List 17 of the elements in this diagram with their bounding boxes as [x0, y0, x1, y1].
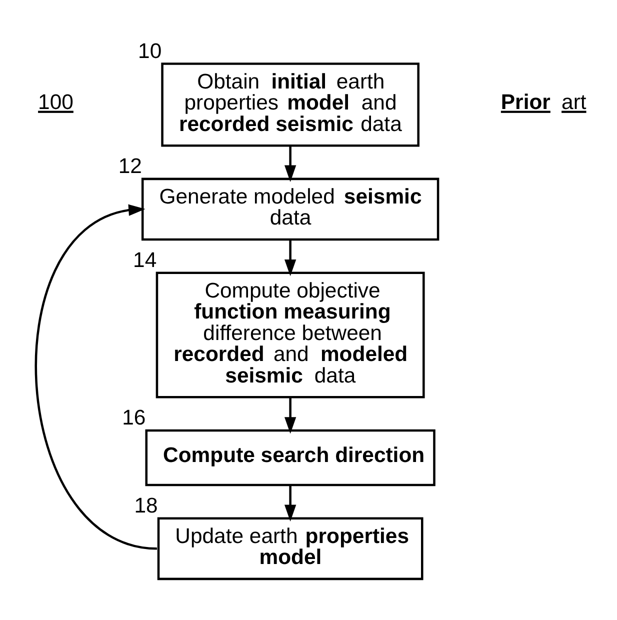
- arrow: [284, 240, 296, 276]
- arrow: [284, 485, 296, 522]
- node-label: 10: [138, 40, 162, 64]
- node-box: Compute search direction: [145, 429, 436, 486]
- arrow: [284, 146, 296, 182]
- node-box: Obtain initial earth properties model and recorded seismic data: [161, 62, 420, 147]
- node-label: 14: [133, 249, 157, 272]
- label: 100: [38, 90, 74, 114]
- label: Prior art: [500, 90, 586, 114]
- arrow: [35, 204, 158, 550]
- node-label: 18: [134, 494, 158, 518]
- node-label: 16: [122, 406, 146, 430]
- node-box: Update earth properties model: [157, 517, 424, 580]
- arrow: [284, 398, 296, 434]
- node-label: 12: [118, 155, 142, 178]
- node-box: Compute objective function measuring difference between recorded and modeled seismic data: [156, 272, 425, 398]
- node-box: Generate modeled seismic data: [141, 178, 440, 241]
